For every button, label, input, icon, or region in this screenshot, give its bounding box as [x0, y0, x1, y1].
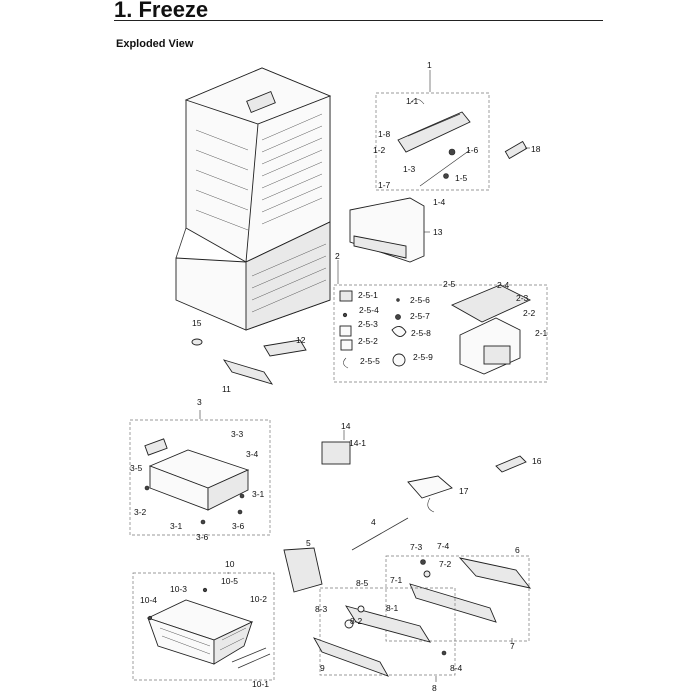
part-5-cover [283, 547, 323, 593]
part-4-rod [351, 517, 409, 551]
leader-lines [199, 70, 530, 682]
label-2-4: 2-4 [497, 280, 510, 290]
part-number-labels: 1 1-1 1-8 1-2 1-3 1-6 1-5 1-7 1-4 18 13 … [130, 60, 548, 693]
label-16: 16 [532, 456, 542, 466]
part-11-rail [222, 359, 274, 385]
label-15: 15 [192, 318, 202, 328]
label-12: 12 [296, 335, 306, 345]
group-10-outline [132, 572, 275, 681]
label-1-2: 1-2 [373, 145, 386, 155]
label-2-5-4: 2-5-4 [359, 305, 379, 315]
label-2-5-1: 2-5-1 [358, 290, 378, 300]
label-2-3: 2-3 [516, 293, 529, 303]
label-2-5-5: 2-5-5 [360, 356, 380, 366]
label-7: 7 [510, 641, 515, 651]
label-3-6-bottom: 3-6 [196, 532, 209, 542]
part-9-rail [313, 637, 389, 677]
label-8: 8 [432, 683, 437, 693]
label-2-1: 2-1 [535, 328, 548, 338]
label-10-4: 10-4 [140, 595, 157, 605]
label-1-4: 1-4 [433, 197, 446, 207]
label-2-5-7: 2-5-7 [410, 311, 430, 321]
label-7-2: 7-2 [439, 559, 452, 569]
label-1-8: 1-8 [378, 129, 391, 139]
label-3-4: 3-4 [246, 449, 259, 459]
group-8-parts [344, 605, 447, 656]
part-13-duct [349, 197, 425, 263]
label-11: 11 [222, 384, 231, 394]
group-7-outline [385, 555, 530, 642]
label-7-1: 7-1 [390, 575, 403, 585]
label-3-6-right: 3-6 [232, 521, 245, 531]
label-10-1: 10-1 [252, 679, 269, 689]
label-3-1-left: 3-1 [170, 521, 183, 531]
label-8-5: 8-5 [356, 578, 369, 588]
label-10-3: 10-3 [170, 584, 187, 594]
label-10-2: 10-2 [250, 594, 267, 604]
label-8-1: 8-1 [386, 603, 399, 613]
label-1: 1 [427, 60, 432, 70]
part-18-cap [504, 140, 528, 160]
label-3-3: 3-3 [231, 429, 244, 439]
label-14: 14 [341, 421, 351, 431]
label-3-5: 3-5 [130, 463, 143, 473]
label-1-7: 1-7 [378, 180, 391, 190]
label-2: 2 [335, 251, 340, 261]
label-7-4: 7-4 [437, 541, 450, 551]
label-8-2: 8-2 [350, 616, 363, 626]
part-6-rail [458, 557, 532, 589]
label-2-2: 2-2 [523, 308, 536, 318]
label-14-1: 14-1 [349, 438, 366, 448]
page-title: 1. Freeze [114, 0, 209, 22]
label-2-5: 2-5 [443, 279, 456, 289]
part-15-clip [191, 338, 203, 346]
label-2-5-3: 2-5-3 [358, 319, 378, 329]
label-2-5-9: 2-5-9 [413, 352, 433, 362]
label-17: 17 [459, 486, 469, 496]
label-8-4: 8-4 [450, 663, 463, 673]
group-1-outline [375, 92, 490, 191]
group-2-outline [333, 284, 548, 383]
label-9: 9 [320, 663, 325, 673]
label-1-1: 1-1 [406, 96, 419, 106]
section-heading: Exploded View [116, 38, 194, 50]
part-1-evaporator-cover [397, 98, 471, 187]
part-14-bracket [321, 441, 351, 465]
group-3-outline [129, 419, 271, 536]
part-16-bracket [495, 455, 527, 473]
label-10-5: 10-5 [221, 576, 238, 586]
part-12-rail [263, 339, 307, 357]
group-2-5-parts [339, 290, 407, 369]
label-4: 4 [371, 517, 376, 527]
label-13: 13 [433, 227, 443, 237]
group-7-parts [409, 559, 497, 623]
label-1-3: 1-3 [403, 164, 416, 174]
group-3-tray [144, 438, 250, 525]
label-7-3: 7-3 [410, 542, 423, 552]
group-8-outline [319, 587, 456, 676]
freezer-cabinet [175, 67, 332, 331]
label-18: 18 [531, 144, 541, 154]
part-17-icemaker [407, 475, 453, 513]
group-2-fan-assembly [450, 284, 532, 375]
label-6: 6 [515, 545, 520, 555]
label-2-5-8: 2-5-8 [411, 328, 431, 338]
label-2-5-2: 2-5-2 [358, 336, 378, 346]
label-3-1-right: 3-1 [252, 489, 265, 499]
label-1-5: 1-5 [455, 173, 468, 183]
label-3: 3 [197, 397, 202, 407]
group-10-basket [146, 587, 271, 669]
label-5: 5 [306, 538, 311, 548]
label-2-5-6: 2-5-6 [410, 295, 430, 305]
label-8-3: 8-3 [315, 604, 328, 614]
label-10: 10 [225, 559, 235, 569]
label-3-2: 3-2 [134, 507, 147, 517]
title-underline [114, 20, 603, 21]
label-1-6: 1-6 [466, 145, 479, 155]
